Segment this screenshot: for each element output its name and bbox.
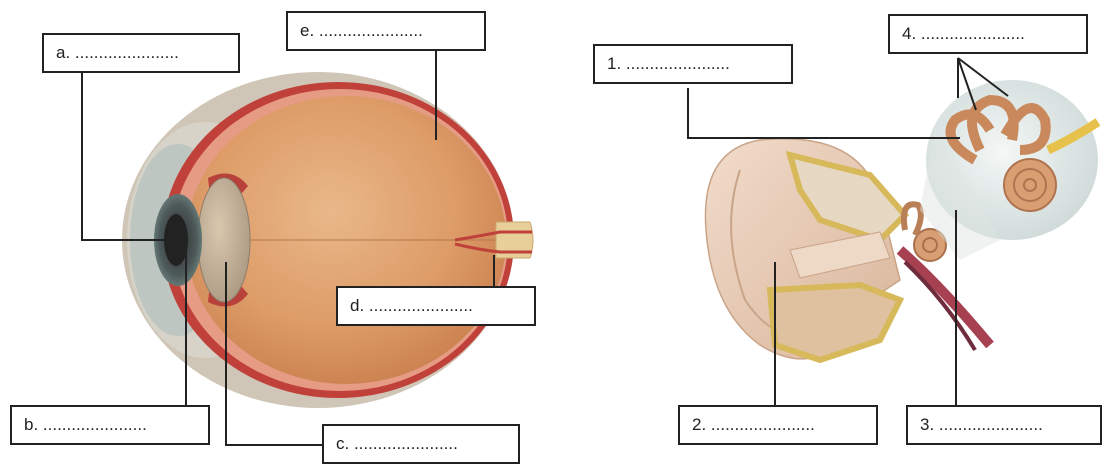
eye-lens bbox=[198, 178, 250, 302]
label-box-1[interactable]: 1. ...................... bbox=[593, 44, 793, 84]
inner-ear-cochlea bbox=[1004, 159, 1056, 211]
label-box-3[interactable]: 3. ...................... bbox=[906, 405, 1102, 445]
label-box-a[interactable]: a. ...................... bbox=[42, 33, 240, 73]
label-box-e[interactable]: e. ...................... bbox=[286, 11, 486, 51]
label-box-2[interactable]: 2. ...................... bbox=[678, 405, 878, 445]
eye-pupil bbox=[164, 214, 188, 266]
label-box-b[interactable]: b. ...................... bbox=[10, 405, 210, 445]
label-box-c[interactable]: c. ...................... bbox=[322, 424, 520, 464]
eye-illustration bbox=[122, 72, 533, 408]
ear-illustration bbox=[705, 80, 1098, 360]
ear-eustachian-tube bbox=[900, 250, 990, 345]
leader-line-1 bbox=[688, 88, 960, 138]
ear-lower-bone bbox=[770, 285, 900, 360]
ear-eustachian-tube-inner bbox=[905, 262, 975, 350]
label-box-d[interactable]: d. ...................... bbox=[336, 286, 536, 326]
ear-small-canals bbox=[904, 204, 921, 235]
label-box-4[interactable]: 4. ...................... bbox=[888, 14, 1088, 54]
